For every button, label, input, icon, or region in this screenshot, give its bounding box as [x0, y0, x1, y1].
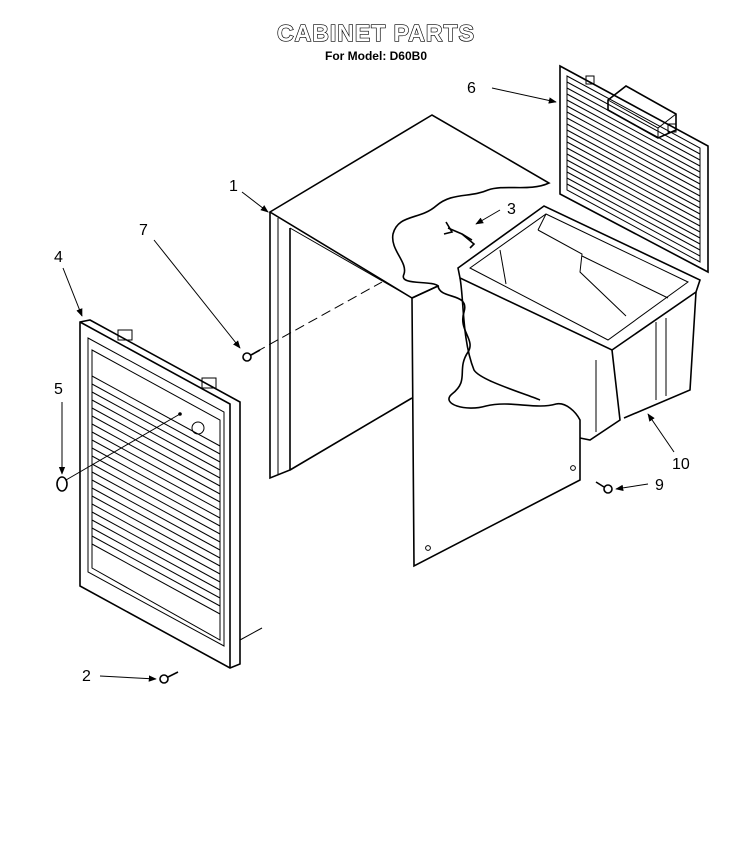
- fastener-3: [443, 221, 476, 249]
- screw-7: [242, 349, 261, 362]
- callout-label-4: 4: [54, 249, 63, 266]
- callout-label-5: 5: [54, 381, 63, 398]
- o-ring-5: [56, 413, 181, 492]
- callout-arrows: [58, 87, 675, 682]
- callout-label-3: 3: [507, 201, 516, 218]
- diagram-title: CABINET PARTS: [276, 19, 475, 46]
- model-subtitle: For Model: D60B0: [324, 49, 427, 63]
- callout-label-9: 9: [655, 477, 664, 494]
- filter-cover: [559, 64, 709, 274]
- water-bucket: [457, 205, 701, 441]
- front-grille-panel: [79, 319, 263, 669]
- callout-label-6: 6: [467, 80, 476, 97]
- callout-label-10: 10: [672, 456, 690, 473]
- callout-label-1: 1: [229, 178, 238, 195]
- callout-label-2: 2: [82, 668, 91, 685]
- callout-label-7: 7: [139, 222, 148, 239]
- screw-9: [595, 481, 613, 494]
- screw-2: [159, 671, 179, 684]
- cabinet-shell: [255, 114, 581, 568]
